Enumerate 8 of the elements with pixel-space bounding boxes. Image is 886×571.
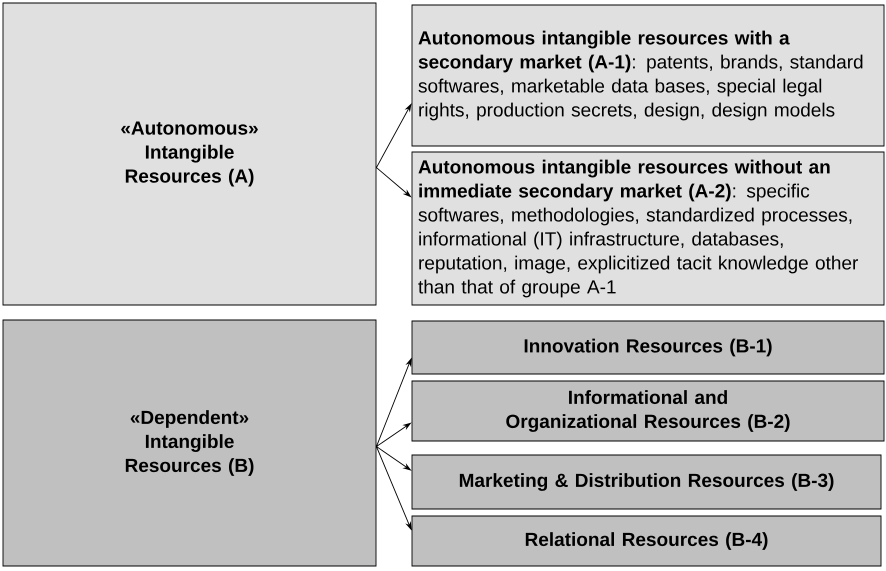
category-box: «Autonomous» Intangible Resources (A) — [2, 2, 376, 306]
resource-box: Relational Resources (B-4) — [412, 516, 882, 566]
category-box: «Dependent» Intangible Resources (B) — [2, 320, 376, 566]
description-box: Autonomous intangible resources with a secondary market (A-1): patents, brands, standard softwares, marketable data bases, special legal rights, production secrets, design, design models — [412, 4, 884, 146]
resource-box: Innovation Resources (B-1) — [412, 320, 884, 374]
resource-box: Informational and Organizational Resources (B-2) — [412, 380, 884, 442]
description-box: Autonomous intangible resources without an immediate secondary market (A-2): specific softwares, methodologies, standardized processes, informational (IT) infrastructure, databases, reputation, image, explicitized tacit knowledge other than that of groupe A-1 — [412, 152, 884, 306]
resource-box: Marketing & Distribution Resources (B-3) — [412, 454, 882, 510]
